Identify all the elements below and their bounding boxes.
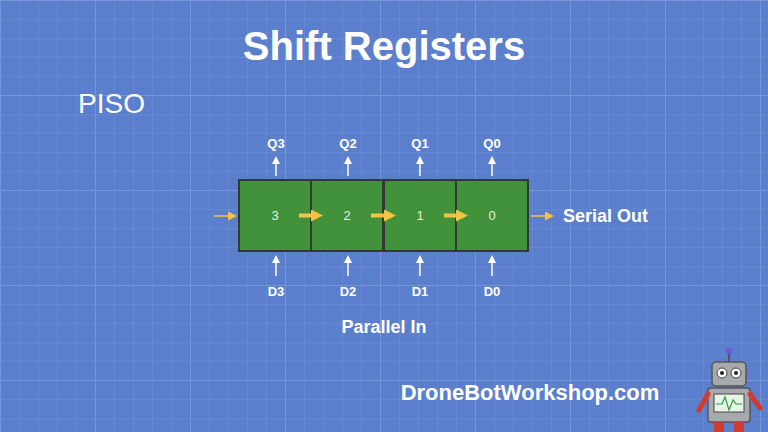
- shift-arrow: [371, 214, 386, 218]
- cell-number: 3: [271, 208, 278, 223]
- watermark: DroneBotWorkshop.com: [401, 380, 660, 406]
- input-pin-label: D3: [268, 284, 285, 299]
- serial-out-label: Serial Out: [563, 206, 648, 227]
- register-cell-fill: [456, 180, 528, 251]
- input-pin-label: D0: [484, 284, 501, 299]
- cell-number: 2: [343, 208, 350, 223]
- parallel-in-label: Parallel In: [341, 317, 426, 338]
- shift-arrow: [444, 214, 458, 218]
- serial-in-arrow: [214, 215, 232, 217]
- register-cell: 2: [311, 180, 383, 251]
- input-pin-label: D1: [412, 284, 429, 299]
- output-pin-label: Q3: [267, 136, 284, 151]
- register-cell: 0: [456, 180, 528, 251]
- input-arrows: [276, 259, 492, 276]
- serial-out-arrow: [531, 215, 549, 217]
- register-cell: 1: [384, 180, 456, 251]
- page-title: Shift Registers: [243, 24, 525, 69]
- output-pin-label: Q1: [411, 136, 428, 151]
- output-pin-label: Q2: [339, 136, 356, 151]
- cell-number: 0: [488, 208, 495, 223]
- output-pin-label: Q0: [483, 136, 500, 151]
- shift-arrow: [299, 214, 313, 218]
- input-pin-label: D2: [340, 284, 357, 299]
- output-arrows: [276, 160, 492, 176]
- register-cell: 3: [239, 180, 311, 251]
- robot-mascot: [699, 348, 760, 432]
- subtitle: PISO: [78, 88, 145, 120]
- cell-number: 1: [416, 208, 423, 223]
